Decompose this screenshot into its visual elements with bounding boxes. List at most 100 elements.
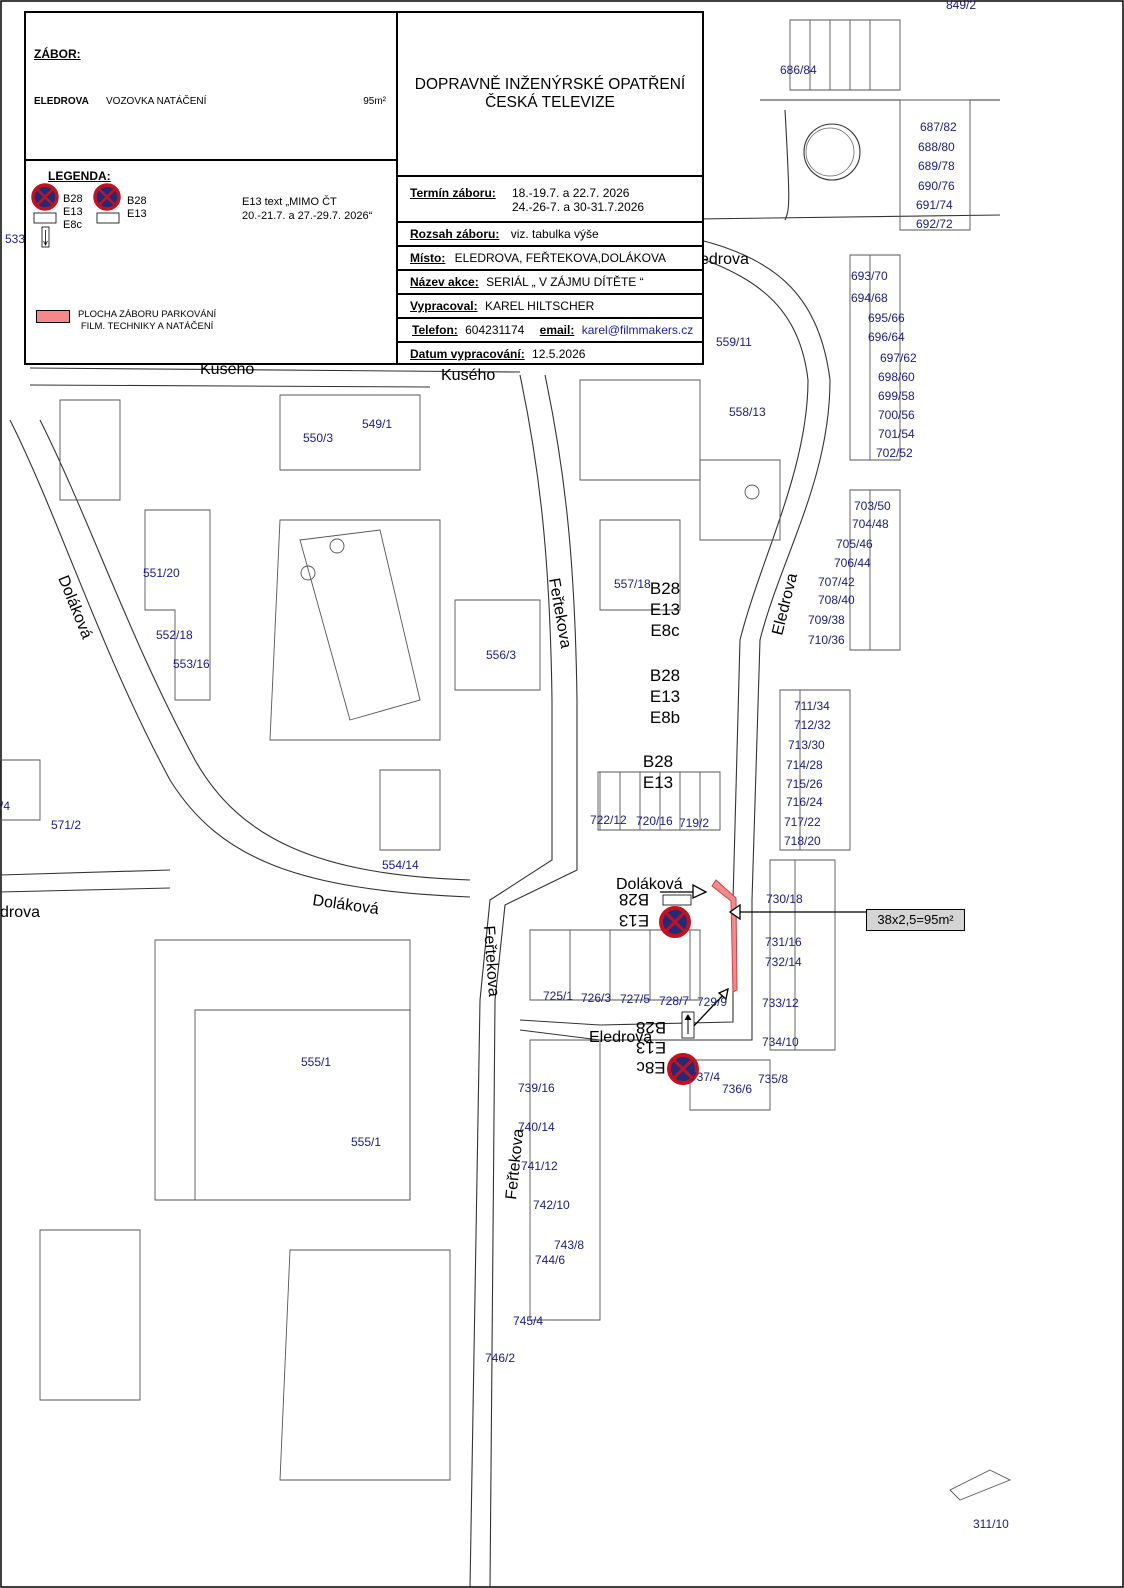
- title-block-right: DOPRAVNĚ INŽENÝRSKÉ OPATŘENÍ ČESKÁ TELEV…: [398, 13, 702, 363]
- legend-sign2-label: B28 E13: [127, 195, 147, 221]
- svg-text:732/14: 732/14: [765, 955, 802, 969]
- svg-text:701/54: 701/54: [878, 427, 915, 441]
- sign-group-3: B28 E13: [643, 752, 673, 792]
- svg-text:710/36: 710/36: [808, 633, 845, 647]
- svg-text:696/64: 696/64: [868, 330, 905, 344]
- range-val: viz. tabulka výše: [510, 227, 599, 241]
- svg-text:708/40: 708/40: [818, 593, 855, 607]
- svg-text:714/28: 714/28: [786, 758, 823, 772]
- legend-area-text: PLOCHA ZÁBORU PARKOVÁNÍ FILM. TECHNIKY A…: [78, 309, 216, 333]
- svg-text:734/10: 734/10: [762, 1035, 799, 1049]
- place-key: Místo:: [410, 251, 446, 265]
- map-sign-1: [659, 894, 692, 938]
- svg-text:691/74: 691/74: [916, 198, 953, 212]
- svg-text:E13: E13: [650, 600, 680, 619]
- svg-text:704/48: 704/48: [852, 517, 889, 531]
- svg-text:edrova: edrova: [700, 251, 749, 268]
- term-val2: 24.-26-7. a 30-31.7.2026: [512, 200, 645, 214]
- sign-group-5: E8c E13 B28: [636, 1018, 666, 1077]
- svg-text:709/38: 709/38: [808, 613, 845, 627]
- svg-text:Kusého: Kusého: [441, 367, 495, 384]
- svg-text:553/16: 553/16: [173, 657, 210, 671]
- svg-text:733/12: 733/12: [762, 996, 799, 1010]
- svg-text:705/46: 705/46: [836, 537, 873, 551]
- zabor-section: ZÁBOR: ELEDROVA VOZOVKA NATÁČENÍ 95m²: [26, 13, 396, 161]
- author-row: Vypracoval: KAREL HILTSCHER: [398, 295, 702, 319]
- svg-text:729/9: 729/9: [697, 995, 727, 1009]
- term-val1: 18.-19.7. a 22.7. 2026: [512, 186, 630, 200]
- svg-text:B28: B28: [650, 579, 680, 598]
- legend-area-swatch: [36, 310, 70, 323]
- svg-text:551/20: 551/20: [143, 566, 180, 580]
- author-key: Vypracoval:: [410, 299, 478, 313]
- svg-text:555/1: 555/1: [351, 1135, 381, 1149]
- svg-text:533: 533: [5, 232, 25, 246]
- svg-text:556/3: 556/3: [486, 648, 516, 662]
- svg-text:722/12: 722/12: [590, 813, 627, 827]
- zabor-desc: VOZOVKA NATÁČENÍ: [106, 96, 207, 107]
- svg-text:E13: E13: [619, 911, 649, 930]
- legend-e13-line1: E13 text „MIMO ČT: [242, 196, 337, 208]
- svg-text:707/42: 707/42: [818, 575, 855, 589]
- legend-sign2-e13: E13: [127, 208, 147, 220]
- svg-text:557/18: 557/18: [614, 577, 651, 591]
- svg-text:Doláková: Doláková: [616, 876, 683, 893]
- legend-sign1-e13: E13: [63, 206, 83, 218]
- svg-text:Feřtekova: Feřtekova: [480, 925, 502, 997]
- svg-text:719/2: 719/2: [679, 816, 709, 830]
- svg-text:702/52: 702/52: [876, 446, 913, 460]
- svg-text:E13: E13: [636, 1038, 666, 1057]
- action-row: Název akce: SERIÁL „ V ZÁJMU DÍTĚTE “: [398, 271, 702, 295]
- svg-text:686/84: 686/84: [780, 63, 817, 77]
- svg-text:716/24: 716/24: [786, 795, 823, 809]
- svg-text:E13: E13: [643, 773, 673, 792]
- svg-text:744/6: 744/6: [535, 1253, 565, 1267]
- svg-text:737/4: 737/4: [690, 1070, 720, 1084]
- email-link[interactable]: karel@filmmakers.cz: [581, 323, 694, 337]
- svg-text:735/8: 735/8: [758, 1072, 788, 1086]
- svg-text:Doláková: Doláková: [54, 573, 95, 641]
- legend-sign-icons: [31, 183, 121, 248]
- email-key: email:: [539, 323, 575, 337]
- svg-text:695/66: 695/66: [868, 311, 905, 325]
- svg-text:E8c: E8c: [636, 1058, 666, 1077]
- sign-group-1: B28 E13 E8c: [650, 579, 680, 640]
- range-key: Rozsah záboru:: [410, 227, 500, 241]
- sign-group-4: E13 B28: [619, 890, 649, 930]
- phone-val: 604231174: [465, 323, 525, 337]
- svg-text:Kusého: Kusého: [200, 361, 254, 378]
- svg-text:693/70: 693/70: [851, 269, 888, 283]
- svg-text:741/12: 741/12: [521, 1159, 558, 1173]
- svg-text:Doláková: Doláková: [311, 892, 380, 918]
- svg-text:720/16: 720/16: [636, 814, 673, 828]
- parcel-labels: 849/2 686/84 687/82 688/80 689/78 690/76…: [0, 0, 1009, 1531]
- svg-text:689/78: 689/78: [918, 159, 955, 173]
- legend-sign1-label: B28 E13 E8c: [63, 193, 83, 232]
- svg-text:Eledrova: Eledrova: [589, 1029, 652, 1046]
- svg-text:728/7: 728/7: [659, 994, 689, 1008]
- zabor-row: ELEDROVA VOZOVKA NATÁČENÍ 95m²: [34, 96, 386, 107]
- svg-text:699/58: 699/58: [878, 389, 915, 403]
- svg-text:688/80: 688/80: [918, 140, 955, 154]
- svg-text:B28: B28: [619, 890, 649, 909]
- svg-text:700/56: 700/56: [878, 408, 915, 422]
- svg-text:drova: drova: [0, 904, 40, 921]
- legend-sign1-b28: B28: [63, 193, 83, 205]
- map-sign-2: [667, 1011, 699, 1085]
- place-row: Místo: ELEDROVA, FEŘTEKOVA,DOLÁKOVA: [398, 247, 702, 271]
- document-heading: DOPRAVNĚ INŽENÝRSKÉ OPATŘENÍ ČESKÁ TELEV…: [398, 13, 702, 177]
- svg-text:711/34: 711/34: [794, 699, 830, 713]
- legend-e13-line2: 20.-21.7. a 27.-29.7. 2026“: [242, 210, 373, 222]
- svg-text:692/72: 692/72: [916, 217, 953, 231]
- svg-text:717/22: 717/22: [784, 815, 821, 829]
- svg-text:E8b: E8b: [650, 708, 680, 727]
- svg-text:555/1: 555/1: [301, 1055, 331, 1069]
- date-val: 12.5.2026: [532, 347, 586, 361]
- legend-e13-text: E13 text „MIMO ČT 20.-21.7. a 27.-29.7. …: [242, 195, 372, 223]
- legend-sign2-b28: B28: [127, 195, 147, 207]
- svg-text:727/5: 727/5: [620, 992, 650, 1006]
- svg-text:713/30: 713/30: [788, 738, 825, 752]
- svg-text:558/13: 558/13: [729, 405, 766, 419]
